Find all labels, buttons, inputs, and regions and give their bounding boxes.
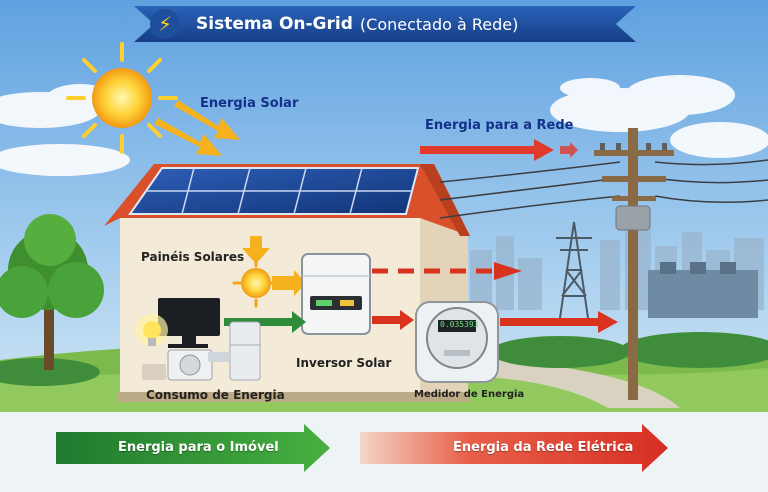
meter-label: Medidor de Energia [414,389,524,400]
energy-meter [416,302,498,382]
page-title: Sistema On-Grid [196,14,353,34]
solar-panel-array [130,168,418,214]
energy-to-grid-label: Energia para a Rede [425,118,573,133]
to-property-label: Energia para o Imóvel [118,440,279,455]
page-subtitle: (Conectado à Rede) [360,15,518,34]
solar-inverter [302,254,370,334]
inverter-label: Inversor Solar [296,356,391,370]
sun-icon [68,44,176,152]
substation [648,262,758,318]
lightning-icon: ⚡ [150,9,180,39]
solar-energy-label: Energia Solar [200,96,298,111]
consumption-label: Consumo de Energia [146,388,285,402]
title-banner: Sistema On-Grid (Conectado à Rede) [134,6,636,42]
from-grid-label: Energia da Rede Elétrica [453,440,633,455]
solar-panels-label: Painéis Solares [141,250,244,264]
meter-display: 0.035393 [440,320,479,329]
